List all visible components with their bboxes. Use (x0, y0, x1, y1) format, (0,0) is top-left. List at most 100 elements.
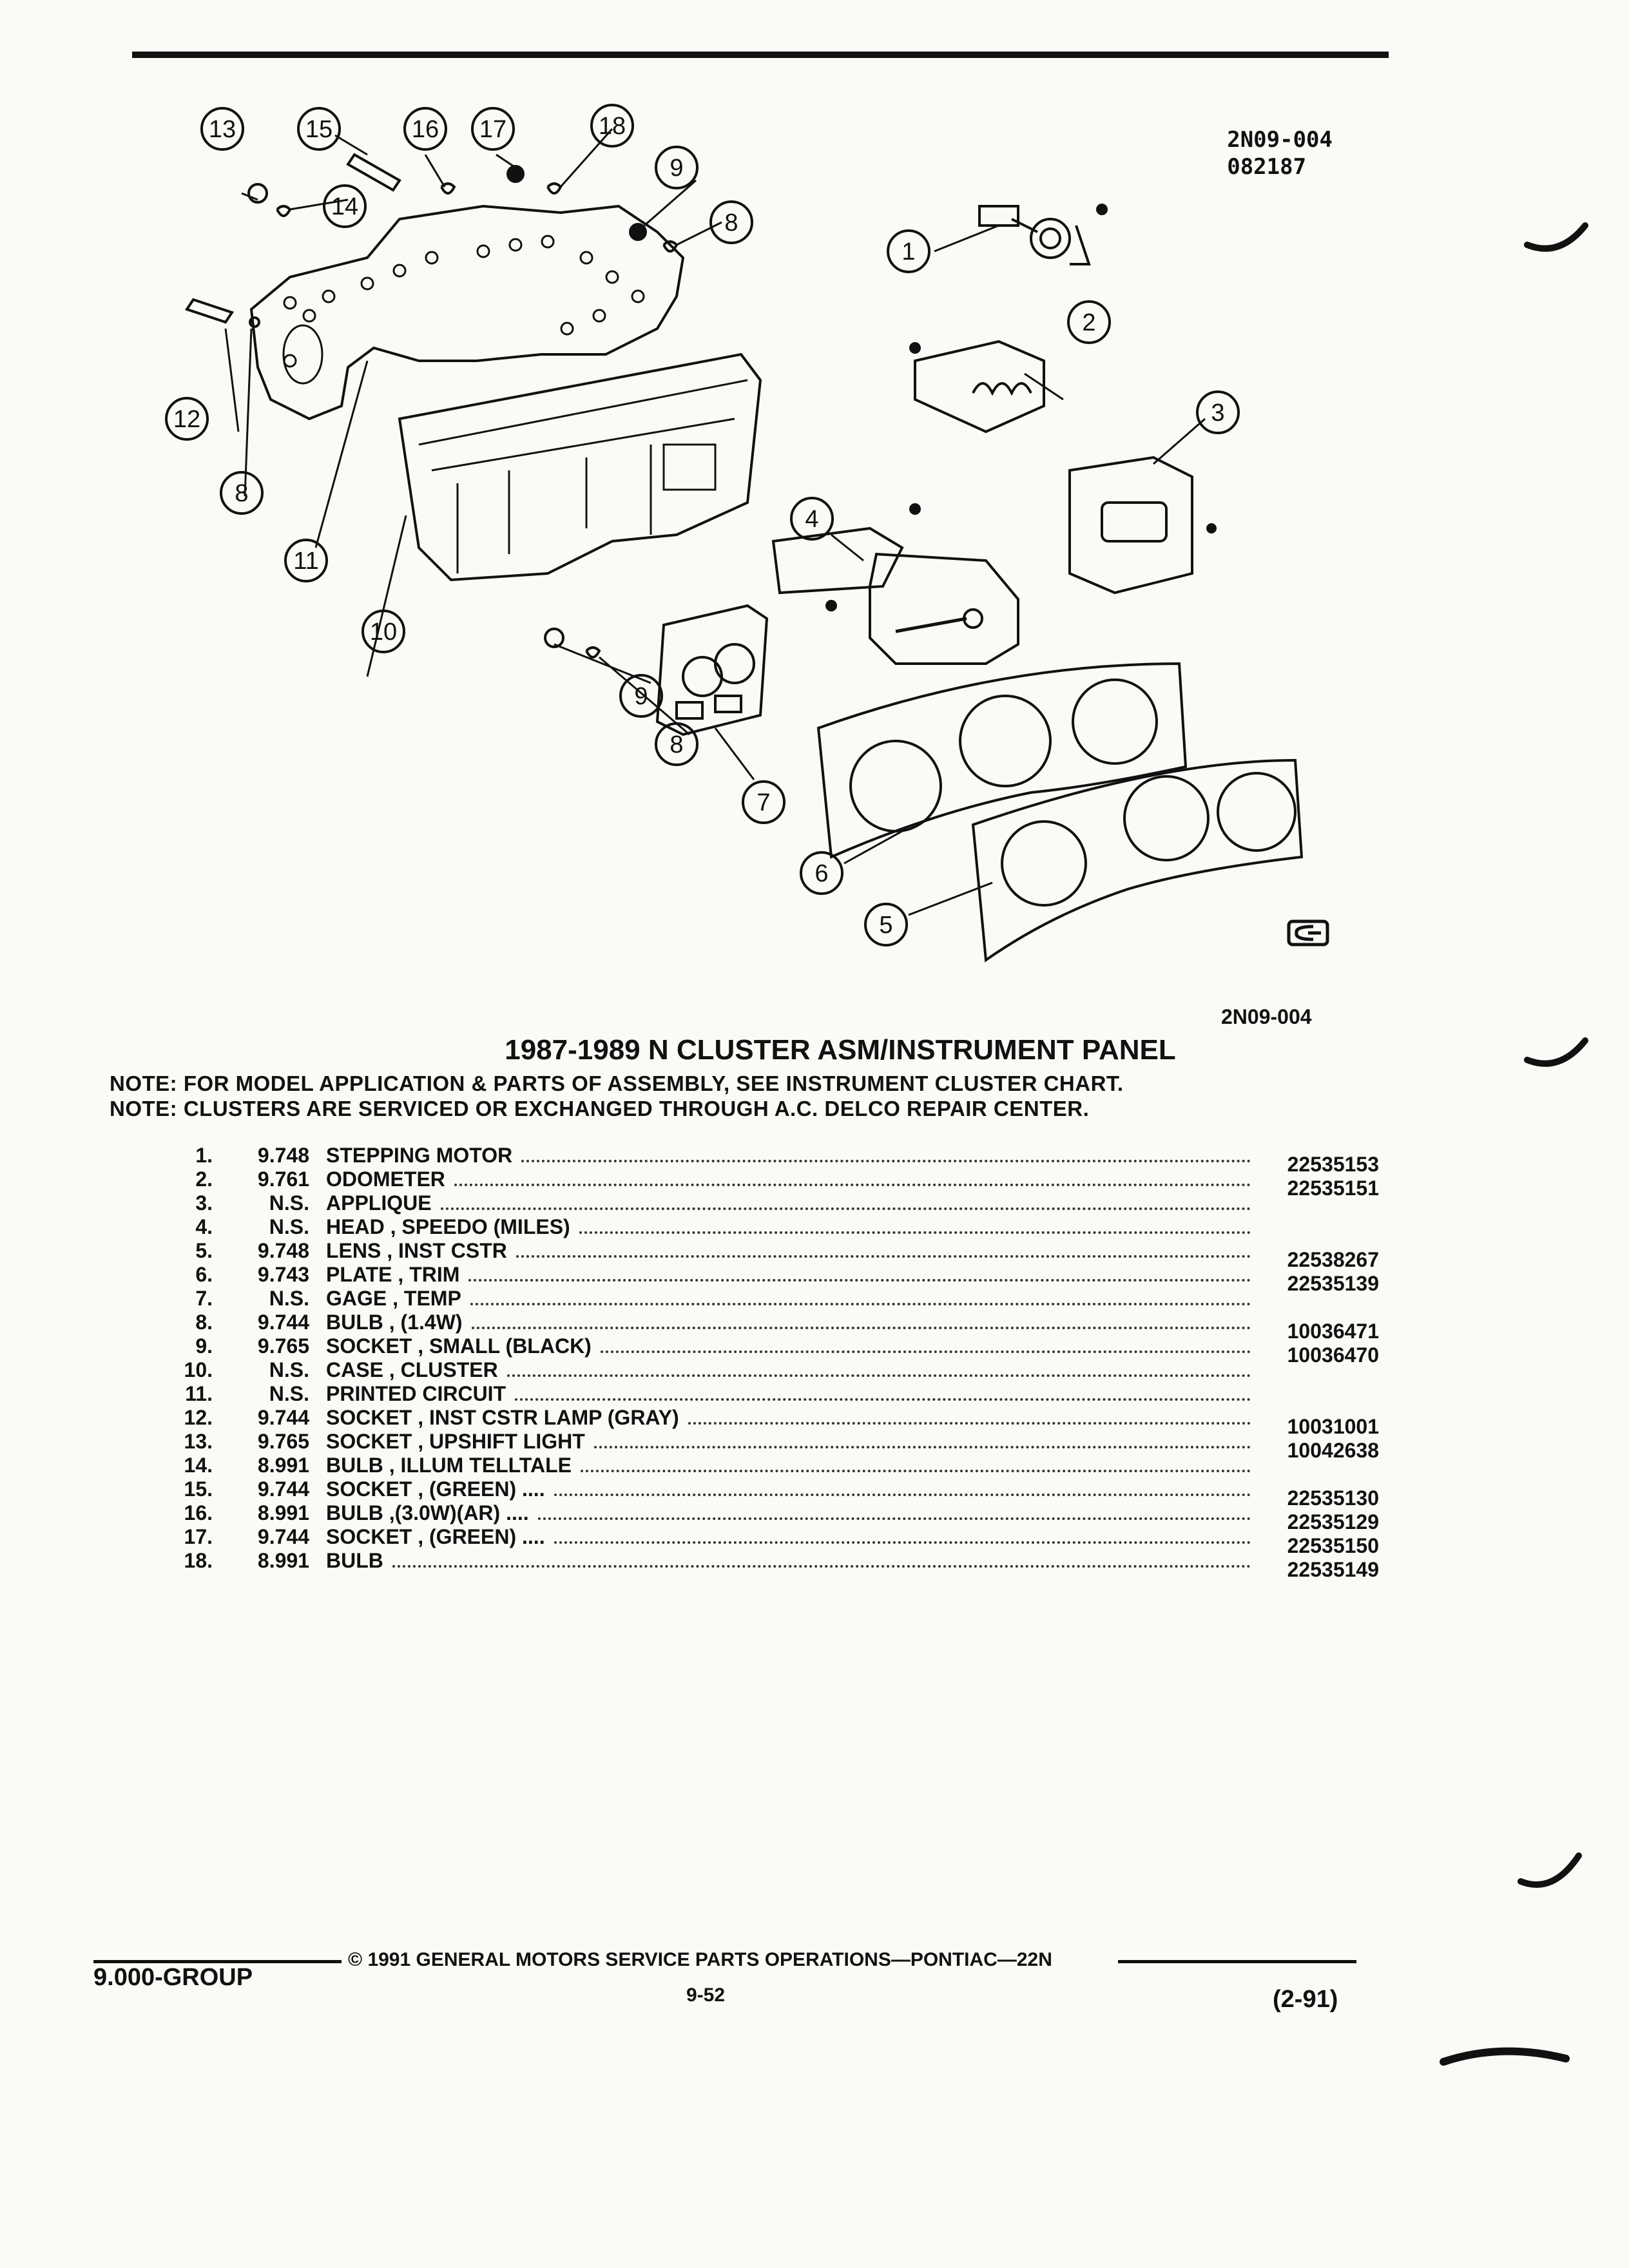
lens-illustration (971, 758, 1304, 963)
part-catalog-number: 22535153 (1287, 1153, 1379, 1176)
cluster-case-illustration (398, 352, 762, 582)
stepping-motor-illustration (978, 204, 1108, 265)
part-group-code: 9.744 (257, 1477, 309, 1501)
part-description: BULB (326, 1549, 383, 1572)
callout-3: 3 (1211, 399, 1224, 427)
callout-6: 6 (815, 860, 828, 887)
part-catalog-number: 22535139 (1287, 1272, 1379, 1295)
part-group-code: 8.991 (257, 1549, 309, 1572)
part-catalog-number: 22535149 (1287, 1558, 1379, 1581)
footer-copyright: © 1991 GENERAL MOTORS SERVICE PARTS OPER… (348, 1949, 1052, 1970)
part-group-code: 8.991 (257, 1501, 309, 1524)
top-rule (132, 52, 1389, 58)
callout-8-left: 8 (235, 480, 248, 507)
part-description: STEPPING MOTOR (326, 1144, 513, 1167)
part-group-code: 9.761 (257, 1168, 309, 1191)
part-description: SOCKET , INST CSTR LAMP (GRAY) (326, 1406, 679, 1429)
figure-code-top: 2N09-004 (1227, 127, 1333, 153)
part-description: SOCKET , SMALL (BLACK) (326, 1334, 592, 1358)
binding-mark-icon (1440, 2047, 1570, 2066)
printed-circuit-illustration (249, 204, 685, 421)
part-description: SOCKET , UPSHIFT LIGHT (326, 1430, 585, 1453)
part-number: 18. (184, 1549, 213, 1572)
part-description: CASE , CLUSTER (326, 1358, 498, 1381)
callout-circles (165, 104, 1240, 947)
binding-mark-icon (1518, 1852, 1582, 1888)
figure-code-bottom: 2N09-004 (1221, 1005, 1312, 1028)
part-number: 3. (195, 1191, 213, 1215)
socket-illustration (544, 628, 564, 648)
callout-16: 16 (412, 116, 439, 143)
part-description: SOCKET , (GREEN) .... (326, 1525, 545, 1548)
part-group-code: N.S. (269, 1191, 309, 1215)
part-catalog-number: 22535151 (1287, 1177, 1379, 1200)
callout-10: 10 (370, 619, 397, 646)
part-group-code: N.S. (269, 1382, 309, 1405)
part-catalog-number: 10036470 (1287, 1343, 1379, 1367)
footer-rule-right (1118, 1960, 1356, 1963)
part-row: 10.N.S.CASE , CLUSTER (161, 1358, 1379, 1382)
part-description: BULB , (1.4W) (326, 1311, 463, 1334)
footer-page-number: 9-52 (686, 1984, 726, 2006)
leader-dots (506, 1374, 1251, 1377)
temp-gage-illustration (655, 604, 769, 736)
part-number: 17. (184, 1525, 213, 1548)
callout-5: 5 (879, 912, 892, 939)
circuit-holes (282, 235, 645, 385)
part-row: 4. N.S. HEAD , SPEEDO (MILES) (161, 1215, 1379, 1239)
callout-12: 12 (173, 406, 200, 433)
part-number: 4. (195, 1215, 213, 1238)
part-group-code: 8.991 (257, 1454, 309, 1477)
part-number: 2. (195, 1168, 213, 1191)
part-description: PLATE , TRIM (326, 1263, 460, 1286)
part-group-code: 9.765 (257, 1430, 309, 1453)
callout-1: 1 (901, 238, 915, 265)
part-number: 10. (184, 1358, 213, 1381)
bulb-illustration (585, 646, 601, 658)
leader-dots (440, 1207, 1251, 1210)
part-group-code: 9.765 (257, 1334, 309, 1358)
part-row: 11.N.S.PRINTED CIRCUIT (161, 1382, 1379, 1406)
part-group-code: 9.748 (257, 1239, 309, 1262)
leader-dots (537, 1517, 1251, 1520)
binding-mark-icon (1524, 1037, 1588, 1067)
part-description: APPLIQUE (326, 1191, 432, 1215)
callout-11: 11 (293, 548, 318, 575)
note-1: NOTE: FOR MODEL APPLICATION & PARTS OF A… (110, 1072, 1124, 1095)
part-description: HEAD , SPEEDO (MILES) (326, 1215, 570, 1238)
callout-17: 17 (479, 116, 506, 143)
socket-gray-illustration (184, 298, 235, 324)
leader-dots (392, 1565, 1251, 1568)
leader-dots (468, 1279, 1251, 1282)
exploded-parts-diagram: 1 2 3 4 5 6 7 8 9 10 11 8 12 13 14 15 16… (165, 104, 1329, 963)
part-row: 18. 8.991 BULB 22535149 (161, 1549, 1379, 1581)
callout-9-upper: 9 (670, 155, 683, 182)
leader-dots (579, 1231, 1251, 1234)
callout-7: 7 (757, 789, 770, 816)
leader-dots (554, 1541, 1251, 1544)
part-group-code: 9.744 (257, 1311, 309, 1334)
part-description: GAGE , TEMP (326, 1287, 461, 1310)
part-catalog-number: 22538267 (1287, 1248, 1379, 1271)
part-description: LENS , INST CSTR (326, 1239, 507, 1262)
part-group-code: N.S. (269, 1215, 309, 1238)
part-row: 3. N.S. APPLIQUE (161, 1191, 1379, 1215)
leader-dots (470, 1303, 1251, 1305)
part-number: 11. (185, 1382, 213, 1405)
part-description: BULB , ILLUM TELLTALE (326, 1454, 572, 1477)
leader-dots (554, 1494, 1251, 1496)
part-catalog-number: 22535129 (1287, 1510, 1379, 1533)
callout-13: 13 (209, 116, 236, 143)
leader-dots (521, 1160, 1251, 1162)
part-number: 8. (195, 1311, 213, 1334)
footer-date: (2-91) (1273, 1986, 1338, 2013)
